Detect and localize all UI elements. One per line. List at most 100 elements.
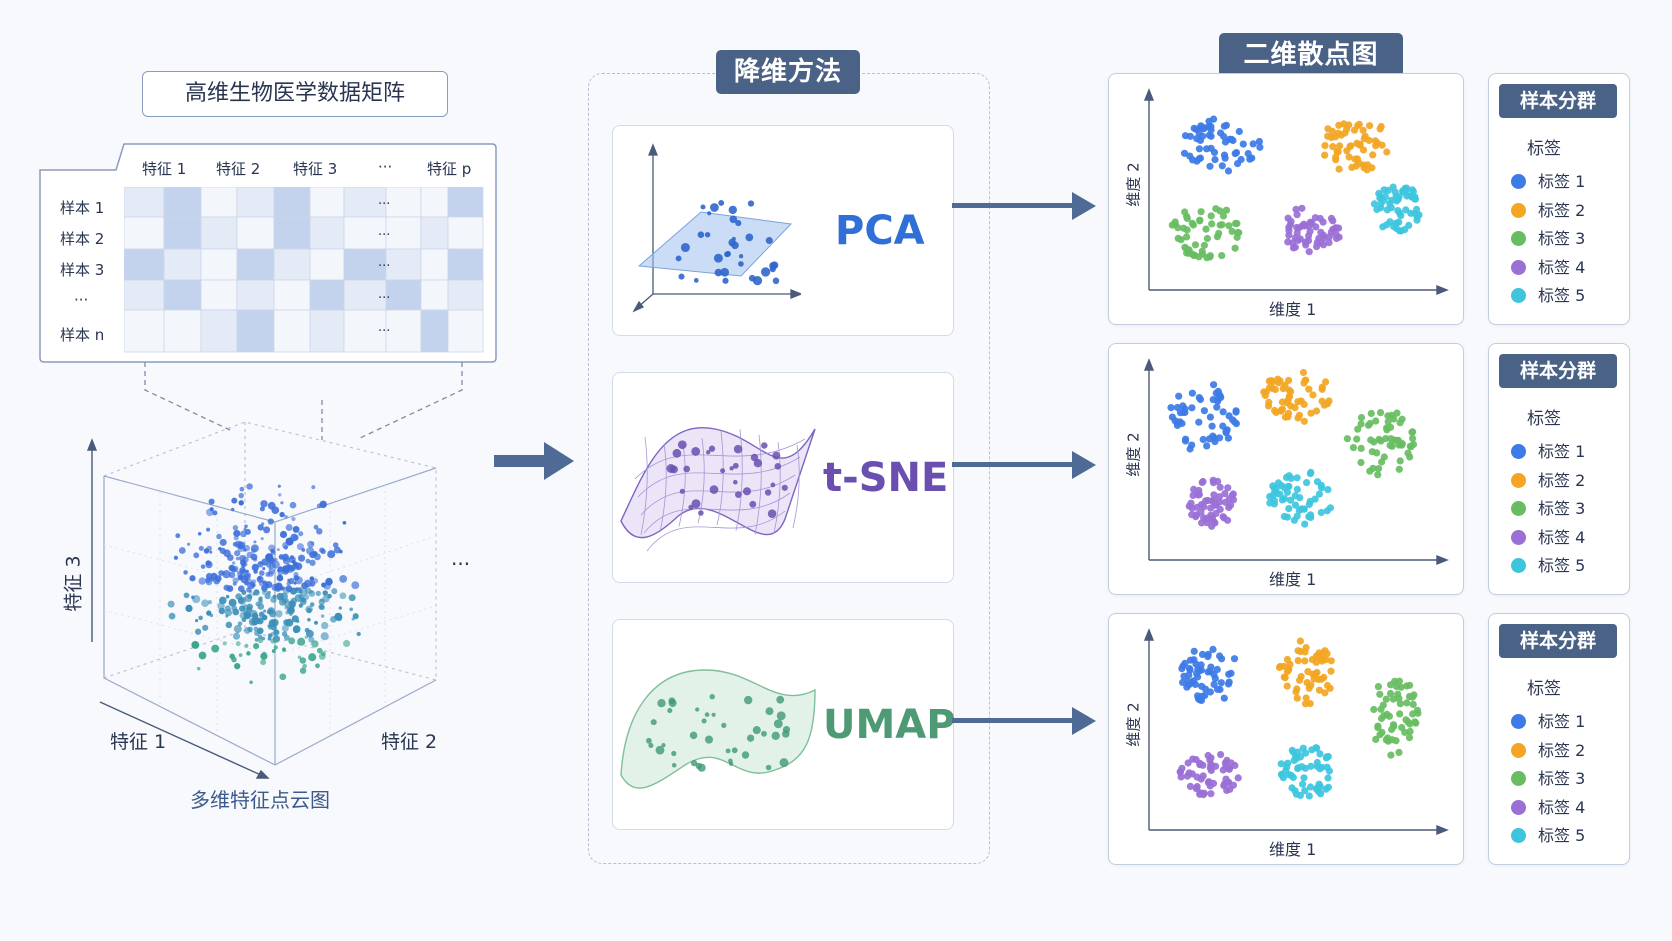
scatter-point (1280, 673, 1288, 681)
cloud-point (228, 571, 236, 579)
cloud-point (205, 577, 211, 583)
cloud-point (251, 563, 259, 572)
scatter-point (1286, 221, 1294, 229)
cloud-point (198, 577, 206, 585)
scatter-point (1271, 385, 1279, 394)
scatter-point (1315, 686, 1324, 694)
scatter-point (1293, 685, 1301, 693)
scatter-point (1389, 695, 1397, 703)
scatter-point (1319, 655, 1327, 663)
cloud-point (231, 561, 236, 565)
scatter-point (1212, 205, 1220, 213)
legend-title: 样本分群 (1499, 354, 1617, 388)
scatter-point (1327, 657, 1335, 665)
scatter-point (1200, 407, 1208, 415)
scatter-point (1370, 705, 1378, 714)
cloud-point (313, 524, 319, 530)
pca-point (747, 200, 755, 207)
scatter-point (1343, 435, 1351, 443)
scatter-point (1184, 759, 1192, 767)
scatter-point (1209, 645, 1217, 653)
scatter-point (1197, 508, 1205, 516)
scatter-point (1367, 436, 1375, 444)
scatter-point (1301, 520, 1309, 528)
scatter-point (1296, 647, 1305, 656)
legend-item: 标签 5 (1511, 282, 1585, 306)
tsne-grid-line (646, 510, 786, 552)
cloud-point (249, 609, 258, 618)
cloud-point (226, 554, 234, 561)
cloud-point (258, 596, 263, 601)
scatter-point (1188, 219, 1196, 227)
matrix-cell (420, 309, 449, 353)
matrix-cell (163, 216, 202, 250)
cloud-point (305, 558, 311, 564)
matrix-cell (236, 309, 275, 353)
scatter-point (1277, 760, 1285, 768)
cloud-point (238, 653, 243, 658)
cloud-point (313, 553, 321, 561)
scatter-point (1384, 418, 1392, 426)
scatter-plot-umap (1143, 628, 1449, 836)
scatter-point (1206, 688, 1214, 696)
scatter-point (1204, 751, 1212, 760)
umap-point (776, 711, 786, 721)
scatter-point (1386, 200, 1394, 208)
scatter-point (1301, 700, 1310, 708)
cloud-point (232, 524, 239, 531)
scatter-point (1210, 491, 1218, 499)
scatter-point (1195, 129, 1203, 137)
scatter-point (1237, 155, 1245, 164)
cloud-point (342, 639, 351, 648)
scatter-point (1213, 685, 1222, 693)
pca-point (678, 273, 685, 280)
cloud-point (237, 585, 245, 593)
scatter-point (1329, 225, 1337, 233)
cloud-point (282, 599, 287, 604)
scatter-point (1224, 484, 1232, 492)
cloud-point (305, 605, 313, 614)
scatter-point (1207, 766, 1215, 775)
cloud-point (271, 583, 279, 591)
scatter-point (1317, 508, 1325, 517)
scatter-point (1217, 751, 1225, 759)
scatter-point (1284, 214, 1292, 222)
legend-label: 标签 5 (1538, 556, 1586, 575)
scatter-point (1218, 162, 1226, 170)
scatter-point (1409, 710, 1417, 718)
legend-color-swatch (1511, 799, 1526, 815)
legend-label: 标签 4 (1538, 527, 1586, 547)
cloud-point (293, 572, 299, 578)
scatter-point (1270, 497, 1278, 505)
scatter-point (1231, 418, 1239, 426)
scatter-point (1406, 442, 1414, 450)
scatter-point (1308, 656, 1316, 664)
scatter-point (1294, 764, 1302, 773)
legend-item: 标签 2 (1511, 737, 1585, 761)
scatter-point (1382, 695, 1390, 703)
scatter-point (1301, 657, 1309, 665)
matrix-cell (163, 279, 202, 311)
cloud-point (318, 652, 326, 660)
scatter-point (1409, 434, 1417, 442)
scatter-point (1203, 254, 1211, 262)
pca-point (707, 211, 712, 216)
cloud-point (193, 552, 200, 559)
tsne-point (683, 465, 691, 473)
matrix-cell (124, 248, 165, 281)
tsne-point (749, 500, 757, 508)
cloud-point (277, 484, 281, 488)
scatter-point (1244, 150, 1252, 158)
cloud-point (212, 510, 218, 516)
scatter-point (1322, 378, 1330, 386)
scatter-point (1207, 760, 1215, 768)
cloud-point (260, 500, 268, 508)
scatter-point (1176, 418, 1184, 426)
cloud-point (235, 593, 242, 600)
tsne-point (753, 459, 763, 468)
umap-point (695, 762, 702, 770)
scatter-point (1306, 497, 1314, 505)
matrix-cell (447, 309, 484, 353)
scatter-point (1327, 667, 1335, 675)
cloud-point (226, 585, 234, 592)
